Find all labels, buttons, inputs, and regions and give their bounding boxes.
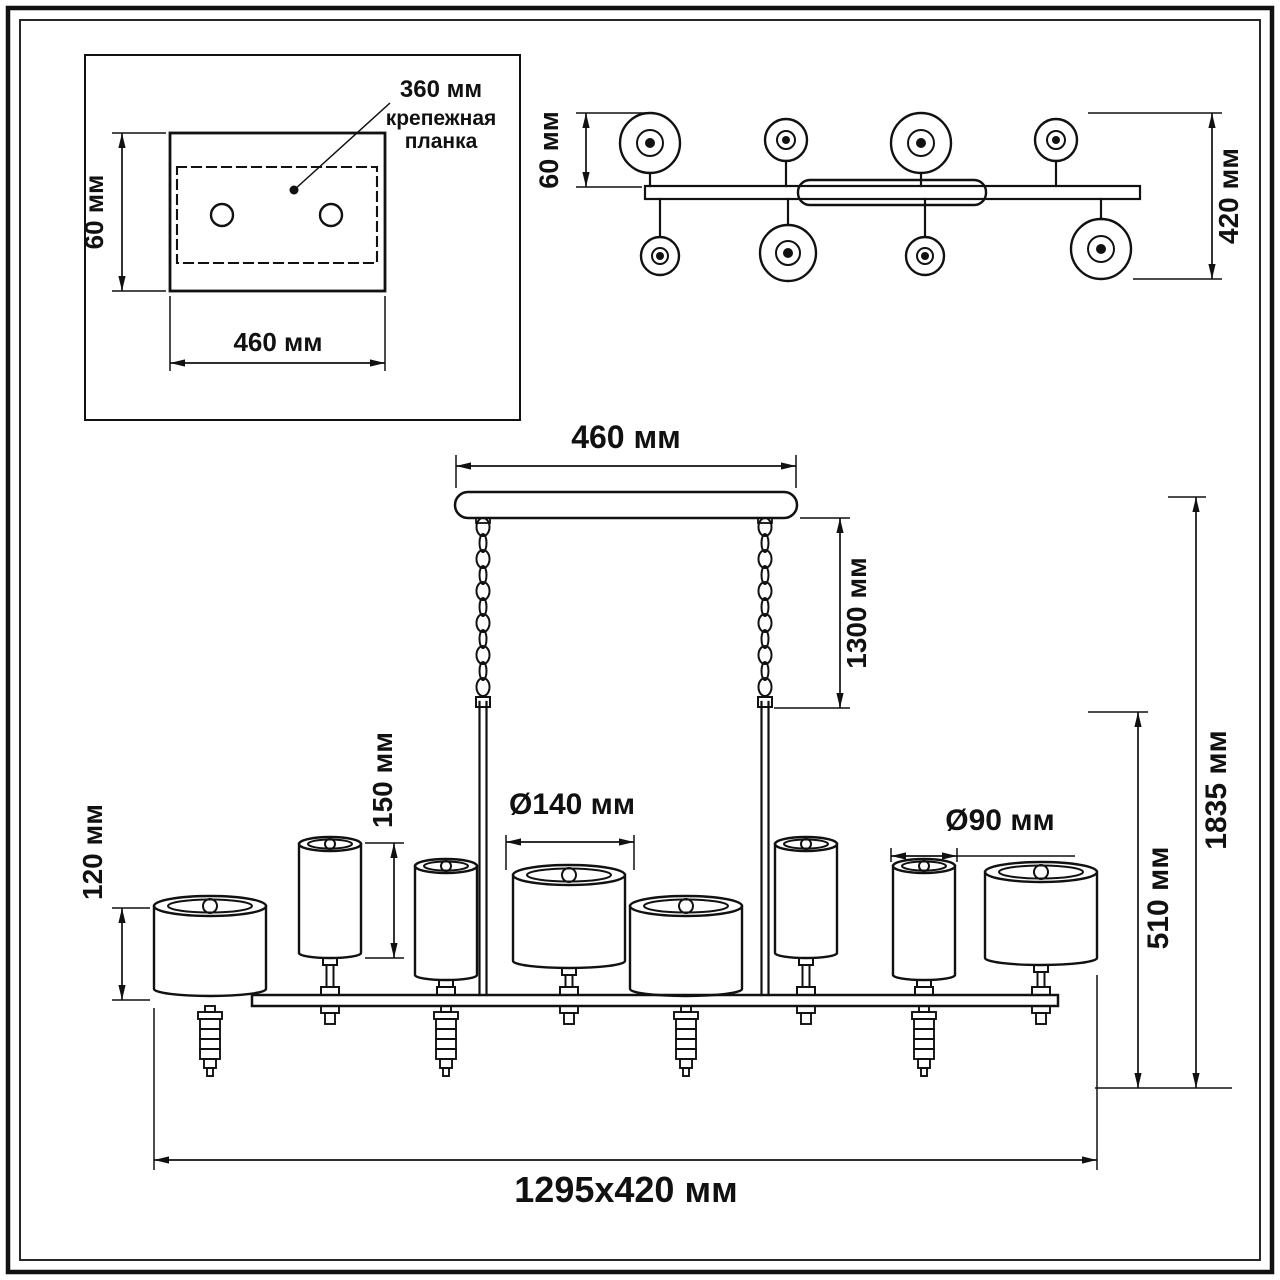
inset-box [84, 54, 521, 421]
top-view-lamp [889, 111, 953, 175]
suspension-rods [478, 700, 770, 997]
finial-small [1031, 1005, 1051, 1025]
lamp-shade-large [152, 894, 268, 998]
overall-height-label: 1835 мм [1200, 730, 1233, 849]
top-view-lamp [639, 235, 681, 277]
mounting-plate [168, 131, 387, 293]
finial-large [433, 1005, 459, 1077]
front-view [112, 455, 1232, 1170]
canopy-width-label: 460 мм [571, 419, 681, 455]
chain-right [757, 517, 773, 697]
finial-small [796, 1005, 816, 1025]
top-view-lamps-upper [618, 111, 1079, 175]
body-height-label: 510 мм [1142, 847, 1175, 950]
large-shade-diameter-label: Ø140 мм [509, 788, 635, 821]
mounting-plate-inset [84, 54, 521, 421]
top-view-lamps-lower [639, 217, 1133, 283]
mounting-hole-left [209, 202, 235, 228]
ceiling-canopy [453, 490, 799, 520]
leader-line [293, 102, 391, 191]
plate-height-label: 60 мм [79, 175, 109, 250]
mounting-hole-right [318, 202, 344, 228]
top-view-lamp [758, 223, 818, 283]
chain-left [475, 517, 491, 697]
lamp-shade-small [891, 857, 957, 996]
lamp-shade-large [628, 894, 744, 998]
finial-large [911, 1005, 937, 1077]
top-view-arm-bar [643, 184, 1142, 201]
inner-border [19, 19, 1261, 1261]
overall-depth-label: 420 мм [1213, 148, 1244, 244]
top-view-lamp [618, 111, 682, 175]
overall-footprint-label: 1295x420 мм [514, 1169, 737, 1210]
finial-large [197, 1005, 223, 1077]
lamp-shade-small [773, 835, 839, 996]
plate-width-label: 460 мм [233, 327, 322, 357]
top-view-lamp [763, 117, 809, 163]
lamp-shade-large [511, 863, 627, 996]
top-view [576, 111, 1222, 283]
labels: 360 мм крепежная планка 60 мм 460 мм 60 … [77, 76, 1244, 1210]
top-view-canopy [796, 178, 988, 207]
page-frame [5, 5, 1275, 1275]
canopy-hook [757, 517, 773, 524]
mounting-bracket-dashed [175, 165, 379, 265]
large-shade-height-label: 120 мм [77, 804, 108, 900]
rod-connector [475, 696, 491, 708]
lamp-shade-small [413, 857, 479, 996]
lamp-shade-large [983, 860, 1099, 996]
arm-offset-label: 60 мм [534, 111, 564, 188]
finial-small [320, 1005, 340, 1025]
plate-hole-spacing-label: 360 мм [400, 76, 482, 103]
top-view-lamp [1069, 217, 1133, 281]
finial-large [673, 1005, 699, 1077]
finial-small [559, 1005, 579, 1025]
plate-name-label-line1: крепежная [386, 107, 497, 130]
top-view-lamp [904, 235, 946, 277]
top-view-lamp [1033, 117, 1079, 163]
lamp-shade-small [297, 835, 363, 996]
suspension-length-label: 1300 мм [841, 557, 872, 669]
canopy-hook [475, 517, 491, 524]
plate-name-label-line2: планка [405, 130, 478, 153]
outer-border [5, 5, 1275, 1275]
small-shade-height-label: 150 мм [367, 732, 398, 828]
fixture-bar [250, 993, 1060, 1008]
rod-connector [757, 696, 773, 708]
small-shade-diameter-label: Ø90 мм [945, 804, 1054, 837]
